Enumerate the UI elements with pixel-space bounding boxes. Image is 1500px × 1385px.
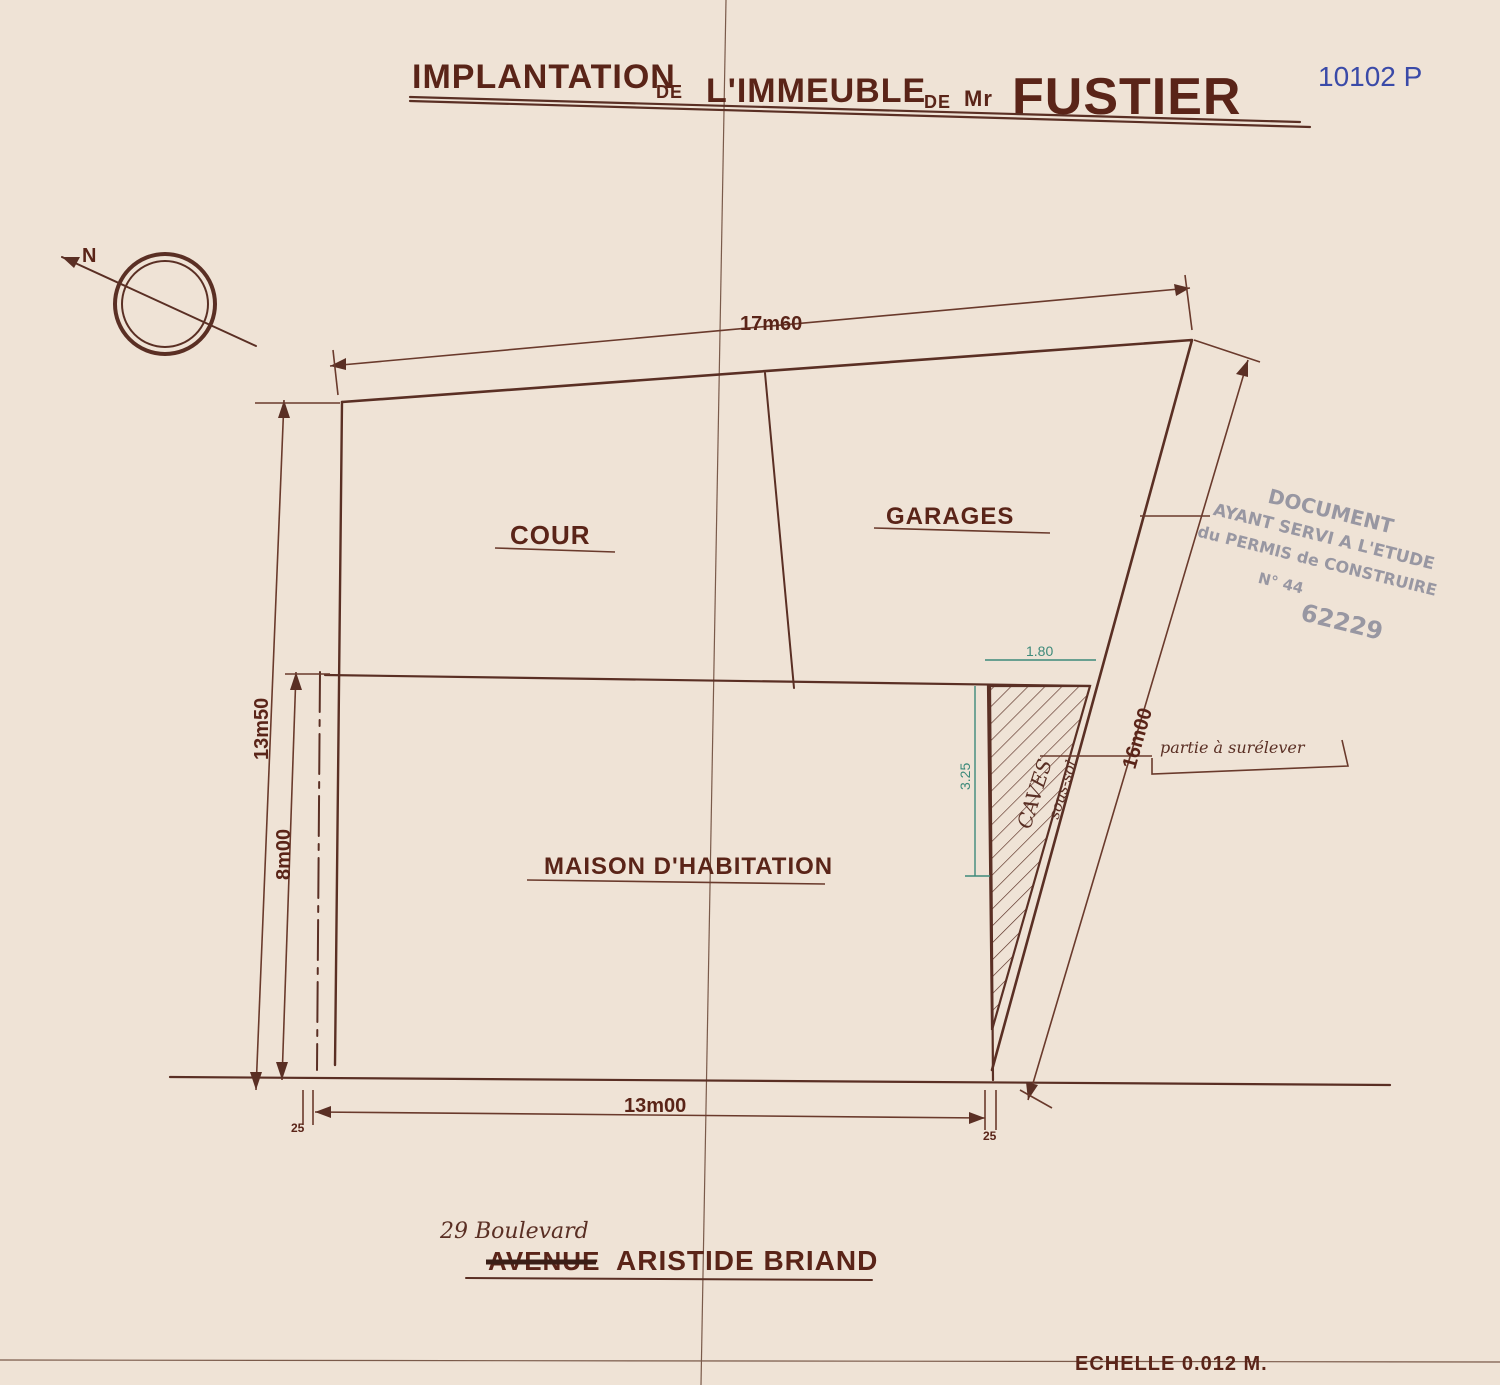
plan-title: IMPLANTATION DE L'IMMEUBLE DE Mr FUSTIER [408,58,1312,129]
dim-cave-width-label: 1.80 [1026,643,1053,659]
address-name: ARISTIDE BRIAND [616,1245,878,1276]
label-partie-a-surelever: partie à surélever [1160,738,1306,757]
cour-garages-divider [764,372,795,689]
dim-left-total-label: 13m50 [251,698,273,760]
dim-top-label: 17m60 [740,313,802,335]
label-maison-habitation: MAISON D'HABITATION [544,853,833,880]
dim-bottom-label: 13m00 [624,1095,686,1117]
address-street-number: 29 Boulevard [439,1219,589,1244]
title-mr: Mr [964,86,993,111]
north-arrow-icon [62,257,80,268]
permit-stamp: DOCUMENT AYANT SERVI A L'ETUDE du PERMIS… [1196,484,1439,646]
dim-bottom: 13m00 25 25 [291,1090,997,1143]
dim-cave-height-label: 3.25 [957,763,973,790]
dim-caves: 1.80 3.25 [957,643,1096,877]
fold-line-horizontal [0,1359,1500,1363]
title-de-1: DE [656,82,683,102]
dim-left-house-label: 8m00 [273,829,295,880]
dim-offset-left: 25 [291,1121,305,1135]
stamp-line-4: N° 44 [1256,569,1305,598]
north-label: N [82,245,97,267]
stamp-number: 62229 [1298,598,1386,645]
scale-label: ECHELLE 0.012 M. [1075,1353,1268,1375]
title-de-2: DE [924,92,951,112]
reference-number: 10102 P [1318,61,1422,92]
north-compass: N [61,245,257,356]
caves-area: CAVES sous-sol [986,684,1092,1082]
street-line [168,1075,1392,1087]
house-rear-wall [323,673,1092,688]
fold-line-vertical [700,0,727,1385]
address-block: 29 Boulevard AVENUE ARISTIDE BRIAND [439,1219,878,1281]
dim-left-house: 8m00 [273,671,330,1081]
label-cour: COUR [510,520,591,550]
plot-outline [168,338,1392,1087]
dim-left-total: 13m50 [250,399,340,1091]
dim-top: 17m60 [329,274,1193,396]
title-underline [408,95,1312,129]
title-implantation: IMPLANTATION [412,58,676,96]
label-garages: GARAGES [886,503,1014,530]
title-immeuble: L'IMMEUBLE [706,72,926,110]
dim-offset-right: 25 [983,1129,997,1143]
